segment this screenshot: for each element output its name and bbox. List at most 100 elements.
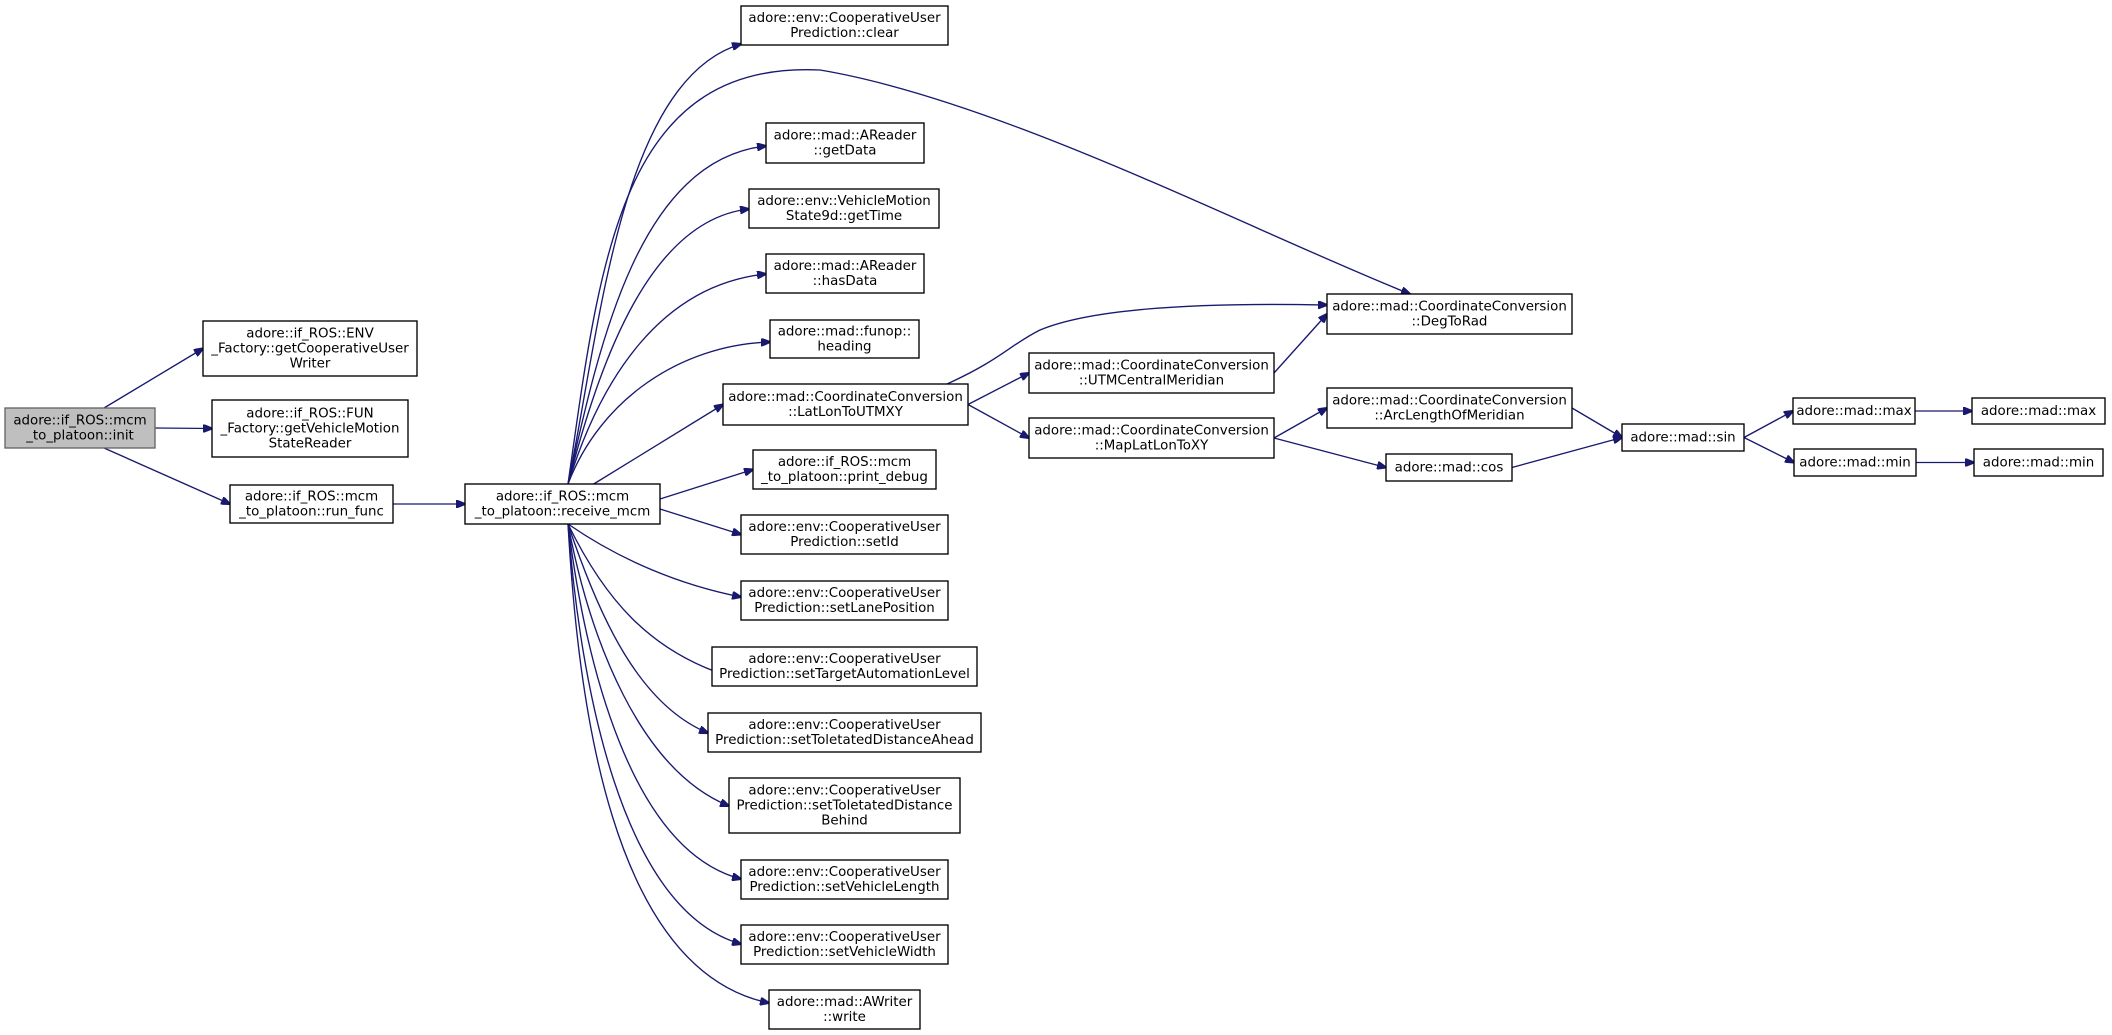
- node-setId[interactable]: adore::env::CooperativeUserPrediction::s…: [740, 514, 949, 555]
- node-label-line: adore::env::CooperativeUser: [748, 11, 941, 26]
- edge-init-to-getCooperativeUserWriter: [103, 349, 203, 409]
- node-label-line: Prediction::setVehicleLength: [749, 880, 939, 895]
- node-cos[interactable]: adore::mad::cos: [1385, 453, 1513, 482]
- node-label-line: adore::mad::sin: [1630, 431, 1735, 446]
- node-label-line: adore::mad::min: [1983, 456, 2094, 471]
- node-setToletatedDistanceAhead[interactable]: adore::env::CooperativeUserPrediction::s…: [707, 712, 982, 753]
- node-label-line: adore::if_ROS::mcm: [245, 490, 378, 505]
- node-label-line: adore::if_ROS::FUN: [246, 407, 373, 422]
- edges-layer: [103, 44, 1974, 1003]
- node-label-line: _Factory::getVehicleMotion: [220, 422, 400, 437]
- node-setVehicleLength[interactable]: adore::env::CooperativeUserPrediction::s…: [740, 859, 949, 900]
- node-ArcLengthOfMeridian[interactable]: adore::mad::CoordinateConversion::ArcLen…: [1326, 387, 1573, 429]
- node-hasData[interactable]: adore::mad::AReader::hasData: [765, 253, 925, 294]
- node-setToletatedDistanceBehind[interactable]: adore::env::CooperativeUserPrediction::s…: [728, 777, 961, 834]
- edge-receive_mcm-to-setId: [659, 508, 741, 535]
- node-write[interactable]: adore::mad::AWriter::write: [768, 989, 921, 1030]
- node-label-line: adore::if_ROS::mcm: [778, 455, 911, 470]
- edge-MapLatLonToXY-to-cos: [1273, 437, 1386, 468]
- node-label-line: adore::if_ROS::mcm: [13, 414, 146, 429]
- node-getCooperativeUserWriter[interactable]: adore::if_ROS::ENV_Factory::getCooperati…: [202, 320, 418, 377]
- node-UTMCentralMeridian[interactable]: adore::mad::CoordinateConversion::UTMCen…: [1028, 352, 1275, 394]
- node-label-line: Prediction::setToletatedDistance: [736, 799, 952, 814]
- node-label-line: _to_platoon::receive_mcm: [474, 505, 650, 520]
- node-setLanePosition[interactable]: adore::env::CooperativeUserPrediction::s…: [740, 580, 949, 621]
- node-label-line: _to_platoon::run_func: [238, 505, 384, 520]
- node-label-line: Prediction::setToletatedDistanceAhead: [715, 733, 974, 748]
- edge-receive_mcm-to-hasData: [567, 274, 766, 485]
- node-getData[interactable]: adore::mad::AReader::getData: [765, 122, 925, 164]
- node-getVehicleMotionStateReader[interactable]: adore::if_ROS::FUN_Factory::getVehicleMo…: [211, 399, 409, 458]
- node-max1[interactable]: adore::mad::max: [1792, 397, 1916, 425]
- node-setVehicleWidth[interactable]: adore::env::CooperativeUserPrediction::s…: [740, 924, 949, 965]
- node-box: [740, 5, 949, 46]
- node-min2[interactable]: adore::mad::min: [1973, 448, 2104, 477]
- node-label-line: adore::mad::max: [1981, 404, 2096, 419]
- node-box: [1973, 448, 2104, 477]
- node-label-line: State9d::getTime: [786, 209, 902, 224]
- edge-receive_mcm-to-getData: [567, 146, 766, 485]
- edge-LatLonToUTMXY-to-MapLatLonToXY: [967, 403, 1029, 439]
- node-label-line: Writer: [290, 357, 331, 372]
- node-label-line: _to_platoon::init: [25, 429, 134, 444]
- node-getTime[interactable]: adore::env::VehicleMotionState9d::getTim…: [748, 188, 940, 229]
- node-box: [765, 253, 925, 294]
- node-label-line: heading: [817, 340, 871, 355]
- node-MapLatLonToXY[interactable]: adore::mad::CoordinateConversion::MapLat…: [1028, 417, 1275, 459]
- node-label-line: adore::env::CooperativeUser: [748, 520, 941, 535]
- node-box: [1793, 448, 1917, 477]
- node-box: [769, 319, 920, 359]
- node-label-line: Prediction::setId: [790, 535, 898, 550]
- node-box: [722, 383, 969, 426]
- node-label-line: Prediction::setVehicleWidth: [753, 945, 936, 960]
- node-label-line: adore::env::CooperativeUser: [748, 865, 941, 880]
- edge-receive_mcm-to-heading: [567, 342, 770, 485]
- node-box: [707, 712, 982, 753]
- node-label-line: ::MapLatLonToXY: [1095, 439, 1209, 454]
- node-box: [765, 122, 925, 164]
- node-heading[interactable]: adore::mad::funop::heading: [769, 319, 920, 359]
- edge-LatLonToUTMXY-to-UTMCentralMeridian: [967, 373, 1029, 406]
- node-label-line: Behind: [821, 814, 868, 829]
- node-label-line: adore::mad::min: [1799, 456, 1910, 471]
- node-label-line: ::hasData: [813, 274, 878, 289]
- node-label-line: adore::if_ROS::mcm: [496, 490, 629, 505]
- node-box: [740, 580, 949, 621]
- node-label-line: adore::mad::funop::: [778, 325, 912, 340]
- node-box: [711, 646, 978, 687]
- node-label-line: adore::env::CooperativeUser: [748, 652, 941, 667]
- node-sin[interactable]: adore::mad::sin: [1621, 423, 1745, 452]
- edge-receive_mcm-to-setLanePosition: [567, 523, 741, 597]
- node-min1[interactable]: adore::mad::min: [1793, 448, 1917, 477]
- node-DegToRad[interactable]: adore::mad::CoordinateConversion::DegToR…: [1326, 293, 1573, 335]
- node-LatLonToUTMXY[interactable]: adore::mad::CoordinateConversion::LatLon…: [722, 383, 969, 426]
- node-print_debug[interactable]: adore::if_ROS::mcm_to_platoon::print_deb…: [752, 449, 937, 490]
- edge-receive_mcm-to-clear: [567, 44, 741, 485]
- node-box: [4, 407, 156, 449]
- node-init[interactable]: adore::if_ROS::mcm_to_platoon::init: [4, 407, 156, 449]
- node-label-line: adore::mad::CoordinateConversion: [1332, 300, 1567, 315]
- node-label-line: adore::env::CooperativeUser: [748, 930, 941, 945]
- node-label-line: ::DegToRad: [1412, 315, 1488, 330]
- node-label-line: Prediction::setTargetAutomationLevel: [719, 667, 970, 682]
- edge-receive_mcm-to-LatLonToUTMXY: [593, 405, 723, 485]
- node-box: [1326, 293, 1573, 335]
- node-run_func[interactable]: adore::if_ROS::mcm_to_platoon::run_func: [229, 484, 394, 524]
- node-box: [211, 399, 409, 458]
- node-label-line: adore::mad::AReader: [774, 259, 917, 274]
- node-setTargetAutomationLevel[interactable]: adore::env::CooperativeUserPrediction::s…: [711, 646, 978, 687]
- edge-init-to-getVehicleMotionStateReader: [154, 428, 212, 429]
- node-box: [1028, 352, 1275, 394]
- edge-receive_mcm-to-setVehicleLength: [567, 523, 741, 879]
- node-box: [1385, 453, 1513, 482]
- node-max2[interactable]: adore::mad::max: [1971, 397, 2106, 425]
- node-label-line: Prediction::clear: [790, 26, 899, 41]
- edge-cos-to-sin: [1511, 438, 1622, 469]
- node-label-line: Prediction::setLanePosition: [754, 601, 935, 616]
- node-receive_mcm[interactable]: adore::if_ROS::mcm_to_platoon::receive_m…: [464, 483, 661, 525]
- node-label-line: adore::if_ROS::ENV: [246, 327, 374, 342]
- edge-receive_mcm-to-write: [567, 523, 769, 1003]
- node-clear[interactable]: adore::env::CooperativeUserPrediction::c…: [740, 5, 949, 46]
- edge-ArcLengthOfMeridian-to-sin: [1571, 407, 1622, 438]
